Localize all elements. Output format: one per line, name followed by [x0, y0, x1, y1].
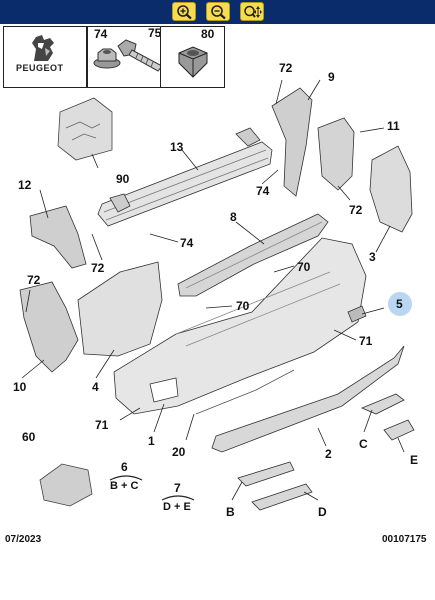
part-label-12[interactable]: 12	[18, 178, 32, 192]
zoom-in-icon	[177, 5, 192, 20]
highlight-callout[interactable]	[388, 292, 412, 316]
part-label-3[interactable]: 3	[369, 250, 376, 264]
part-label-5[interactable]: 5	[396, 297, 403, 311]
kit-label-7[interactable]: 7	[174, 481, 181, 495]
part-label-20[interactable]: 20	[172, 445, 186, 459]
part-label-B[interactable]: B	[226, 505, 235, 519]
part-label-70[interactable]: 70	[236, 299, 250, 313]
fastener-ref-75: 75	[148, 26, 162, 40]
part-label-C[interactable]: C	[359, 437, 368, 451]
zoom-out-button[interactable]	[206, 2, 230, 21]
fastener-cell-80: 80	[160, 26, 225, 88]
part-label-72[interactable]: 72	[349, 203, 363, 217]
diagram-reference-code: 00107175	[382, 534, 427, 545]
part-label-71[interactable]: 71	[95, 418, 109, 432]
part-label-D[interactable]: D	[318, 505, 327, 519]
pan-zoom-icon	[244, 5, 262, 18]
part-label-90[interactable]: 90	[116, 172, 130, 186]
zoom-in-button[interactable]	[172, 2, 196, 21]
part-label-60[interactable]: 60	[22, 430, 36, 444]
part-label-72[interactable]: 72	[279, 61, 293, 75]
diagram-date: 07/2023	[5, 534, 42, 545]
part-label-10[interactable]: 10	[13, 380, 27, 394]
part-label-74[interactable]: 74	[180, 236, 194, 250]
zoom-out-icon	[211, 5, 226, 20]
part-label-11[interactable]: 11	[387, 119, 400, 133]
kit-7-contents: D + E	[163, 501, 191, 513]
part-label-72[interactable]: 72	[91, 261, 105, 275]
peugeot-lion-logo	[32, 35, 54, 61]
part-label-2[interactable]: 2	[325, 447, 332, 461]
brand-name: PEUGEOT	[16, 63, 64, 73]
kit-label-6[interactable]: 6	[121, 460, 128, 474]
pan-zoom-button[interactable]	[240, 2, 264, 21]
part-label-71[interactable]: 71	[359, 334, 373, 348]
part-label-9[interactable]: 9	[328, 70, 335, 84]
part-label-4[interactable]: 4	[92, 380, 99, 394]
hex-nut-icon	[178, 46, 208, 78]
part-label-72[interactable]: 72	[27, 273, 41, 287]
viewer-toolbar	[0, 0, 435, 24]
fastener-ref-80: 80	[201, 27, 215, 41]
flange-nut-icon	[93, 48, 121, 69]
part-label-8[interactable]: 8	[230, 210, 237, 224]
part-label-74[interactable]: 74	[256, 184, 270, 198]
part-label-1[interactable]: 1	[148, 434, 155, 448]
part-label-13[interactable]: 13	[170, 140, 184, 154]
brand-cell	[3, 26, 87, 88]
part-label-E[interactable]: E	[410, 453, 419, 467]
part-label-70[interactable]: 70	[297, 260, 311, 274]
fastener-ref-74: 74	[94, 27, 108, 41]
bolt-icon	[117, 39, 163, 72]
kit-6-contents: B + C	[110, 480, 139, 492]
